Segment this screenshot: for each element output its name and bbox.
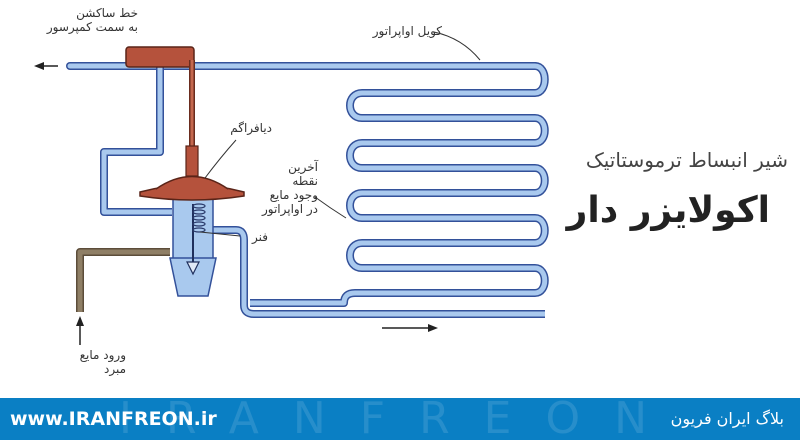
evaporator-coil-label: کویل اواپراتور	[372, 24, 442, 38]
suction-line-label: خط ساکشن به سمت کمپرسور	[46, 6, 138, 34]
diaphragm-label: دیافراگم	[230, 121, 272, 135]
coil-flow-arrow-icon	[382, 324, 438, 332]
evaporator-coil	[250, 62, 549, 307]
spring-icon	[192, 203, 206, 233]
thermostatic-expansion-valve-diagram	[34, 31, 549, 345]
liquid-inlet-line	[76, 248, 170, 312]
liquid-inlet-label: ورود مایع مبرد	[79, 348, 126, 376]
diagram-title-line1: شیر انبساط ترموستاتیک	[585, 148, 788, 172]
footer-bar: IRANFREON www.IRANFREON.ir بلاگ ایران فر…	[0, 398, 800, 440]
last-liquid-point-label: آخرین نقطه وجود مایع در اواپراتور	[261, 160, 318, 216]
label-leaders	[199, 31, 481, 237]
liquid-inlet-arrow-icon	[76, 316, 84, 345]
diagram-title-line2: اکولایزر دار	[566, 190, 770, 231]
footer-watermark: IRANFREON	[118, 398, 681, 440]
valve-outlet-pipe	[208, 226, 545, 318]
suction-flow-arrow-icon	[34, 62, 58, 70]
footer-url: www.IRANFREON.ir	[10, 408, 217, 430]
spring-label: فنر	[252, 230, 268, 244]
footer-blog-name: بلاگ ایران فریون	[670, 409, 784, 428]
sensing-bulb	[125, 46, 195, 68]
equalizer-line	[100, 66, 172, 216]
valve-stem	[186, 204, 200, 276]
